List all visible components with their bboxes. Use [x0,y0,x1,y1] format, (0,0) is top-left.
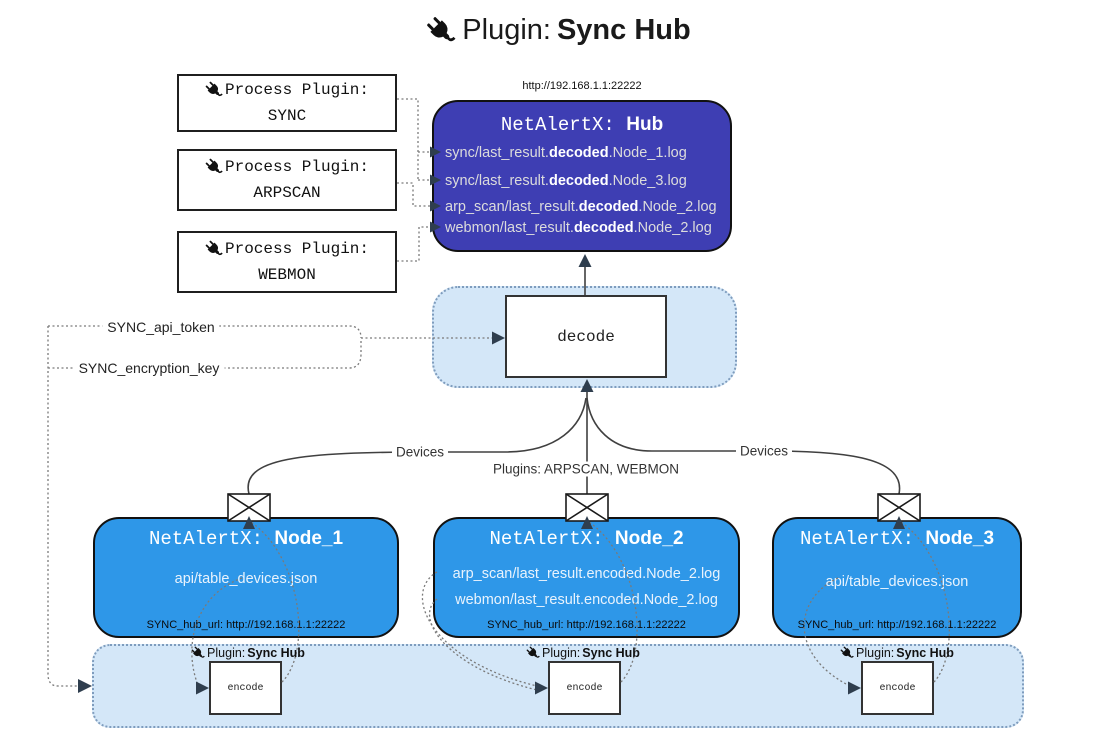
node-file-line: arp_scan/last_result.encoded.Node_2.log [452,566,721,582]
node-content: api/table_devices.json [774,569,1020,595]
process-plugin-webmon-box: Process Plugin: WEBMON [177,231,397,293]
sync-api-token-label: SYNC_api_token [102,319,220,335]
node-2-box: NetAlertX: Node_2 arp_scan/last_result.e… [433,517,740,638]
node-file-line: webmon/last_result.encoded.Node_2.log [455,592,718,608]
sync-encryption-key-label: SYNC_encryption_key [73,360,225,376]
plug-icon [205,240,223,258]
node-content: api/table_devices.json [95,566,397,592]
node-file-line: api/table_devices.json [174,571,318,587]
hub-log-line: arp_scan/last_result.decoded.Node_2.log [445,199,717,215]
arrowhead-into-hub-bottom [578,254,592,267]
process-plugin-label: Process Plugin: [224,240,370,258]
hub-log-line: sync/last_result.decoded.Node_3.log [445,173,687,189]
process-plugin-sync-box: Process Plugin: SYNC [177,74,397,132]
hub-title-prefix: NetAlertX: [500,114,615,136]
node-title: NetAlertX: Node_3 [799,528,995,550]
process-plugin-name: ARPSCAN [253,184,321,202]
plug-icon [426,16,456,46]
hub-title: NetAlertX: Hub [434,114,730,136]
page-title-name: Sync Hub [556,14,691,46]
node-file-line: api/table_devices.json [825,574,969,590]
plug-icon [840,646,854,660]
node-content: arp_scan/last_result.encoded.Node_2.log … [435,561,738,613]
hub-log-line: webmon/last_result.decoded.Node_2.log [445,220,712,236]
hub-box: NetAlertX: Hub sync/last_result.decoded.… [432,100,732,252]
plugins-middle-label: Plugins: ARPSCAN, WEBMON [488,461,684,477]
devices-left-label: Devices [391,444,449,460]
process-plugin-name: WEBMON [258,266,316,284]
hub-title-name: Hub [626,114,664,135]
node-hub-url: SYNC_hub_url: http://192.168.1.1:22222 [487,619,686,631]
decode-box: decode [505,295,667,378]
sync-hub-plugin-label: Plugin: Sync Hub [840,646,954,660]
node-3-box: NetAlertX: Node_3 api/table_devices.json… [772,517,1022,638]
node-title: NetAlertX: Node_2 [489,528,684,550]
plug-icon [526,646,540,660]
plug-icon [191,646,205,660]
encode-box: encode [548,661,621,715]
node-1-box: NetAlertX: Node_1 api/table_devices.json… [93,517,399,638]
hub-url-label: http://192.168.1.1:22222 [522,80,642,92]
page-title: Plugin: Sync Hub [0,14,1117,47]
sync-hub-plugin-label: Plugin: Sync Hub [191,646,305,660]
sync-hub-plugin-label: Plugin: Sync Hub [526,646,640,660]
page-title-prefix: Plugin: [462,14,551,46]
plug-icon [205,158,223,176]
node-hub-url: SYNC_hub_url: http://192.168.1.1:22222 [146,619,346,631]
devices-right-label: Devices [735,443,793,459]
arrowhead-into-bottom-container [78,679,92,693]
node-hub-url: SYNC_hub_url: http://192.168.1.1:22222 [797,619,997,631]
encode-box: encode [209,661,282,715]
process-plugin-arpscan-box: Process Plugin: ARPSCAN [177,149,397,211]
process-plugin-label: Process Plugin: [224,158,370,176]
process-plugin-label: Process Plugin: [224,81,370,99]
node-title: NetAlertX: Node_1 [148,528,344,550]
plug-icon [205,81,223,99]
hub-log-line: sync/last_result.decoded.Node_1.log [445,145,687,161]
encode-box: encode [861,661,934,715]
process-plugin-name: SYNC [267,107,307,125]
